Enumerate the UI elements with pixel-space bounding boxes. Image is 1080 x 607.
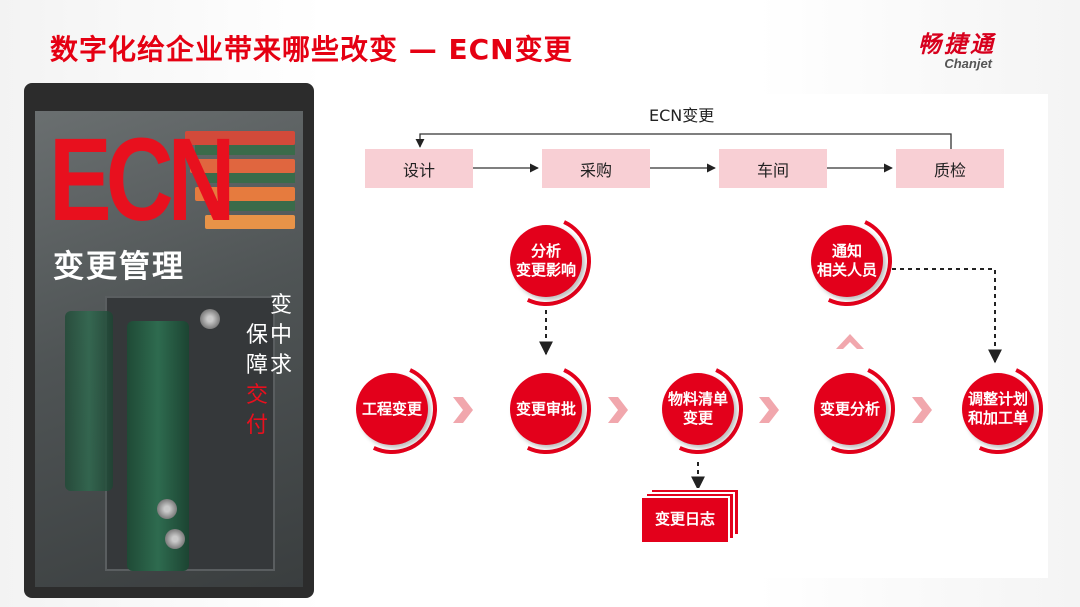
connector-layer <box>415 133 1002 491</box>
ecn-change-label: ECN变更 <box>649 106 715 125</box>
right-chevron-icon <box>759 397 779 423</box>
node-change-analysis: 变更分析 <box>814 373 886 445</box>
slide-title: 数字化给企业带来哪些改变 — ECN变更 <box>50 33 573 66</box>
change-management-text: 变更管理 <box>53 249 185 285</box>
slogan-char: 交 <box>245 383 268 408</box>
slogan-char: 变 <box>269 293 292 318</box>
feedback-loop-arrow <box>415 133 952 149</box>
slogan-column-1: 变 中 求 <box>268 291 294 381</box>
ecn-flow-diagram: ECN变更 设计 采购 车间 质检 分析 变更影响 通知 相关人员 工程变更 变… <box>334 94 1056 578</box>
slogan-column-2: 保 障 交 付 <box>244 321 270 441</box>
phone-frame: ECN 变更管理 变 中 求 保 障 交 付 <box>24 83 314 598</box>
slogan-char: 保 <box>245 323 268 348</box>
logo-cn-text: 畅捷通 <box>918 32 996 58</box>
node-change-approval: 变更审批 <box>510 373 582 445</box>
node-bom-change: 物料清单 变更 <box>662 373 734 445</box>
right-chevron-icon <box>608 397 628 423</box>
right-chevron-icon <box>912 397 932 423</box>
node-analyze-impact: 分析 变更影响 <box>510 225 582 297</box>
node-notify-people: 通知 相关人员 <box>811 225 883 297</box>
change-log-document: 变更日志 <box>640 488 740 548</box>
slogan-char: 障 <box>245 353 268 378</box>
stage-design: 设计 <box>365 149 473 188</box>
stage-purchase: 采购 <box>542 149 650 188</box>
node-engineering-change: 工程变更 <box>356 373 428 445</box>
ecn-big-text: ECN <box>49 113 235 245</box>
change-log-label: 变更日志 <box>654 510 715 528</box>
dashed-arrow-notify-to-adjust <box>892 268 1002 364</box>
logo-en-text: Chanjet <box>944 56 992 71</box>
right-chevron-icon <box>453 397 473 423</box>
transformer-photo: ECN 变更管理 变 中 求 保 障 交 付 <box>35 111 303 587</box>
slogan-char: 付 <box>245 413 268 438</box>
stage-workshop: 车间 <box>719 149 827 188</box>
up-chevron-icon <box>836 334 864 349</box>
chanjet-logo: 畅捷通 Chanjet <box>918 32 996 71</box>
stage-quality: 质检 <box>896 149 1004 188</box>
node-adjust-plan: 调整计划 和加工单 <box>962 373 1034 445</box>
slogan-char: 求 <box>269 353 292 378</box>
slogan-char: 中 <box>269 323 292 348</box>
